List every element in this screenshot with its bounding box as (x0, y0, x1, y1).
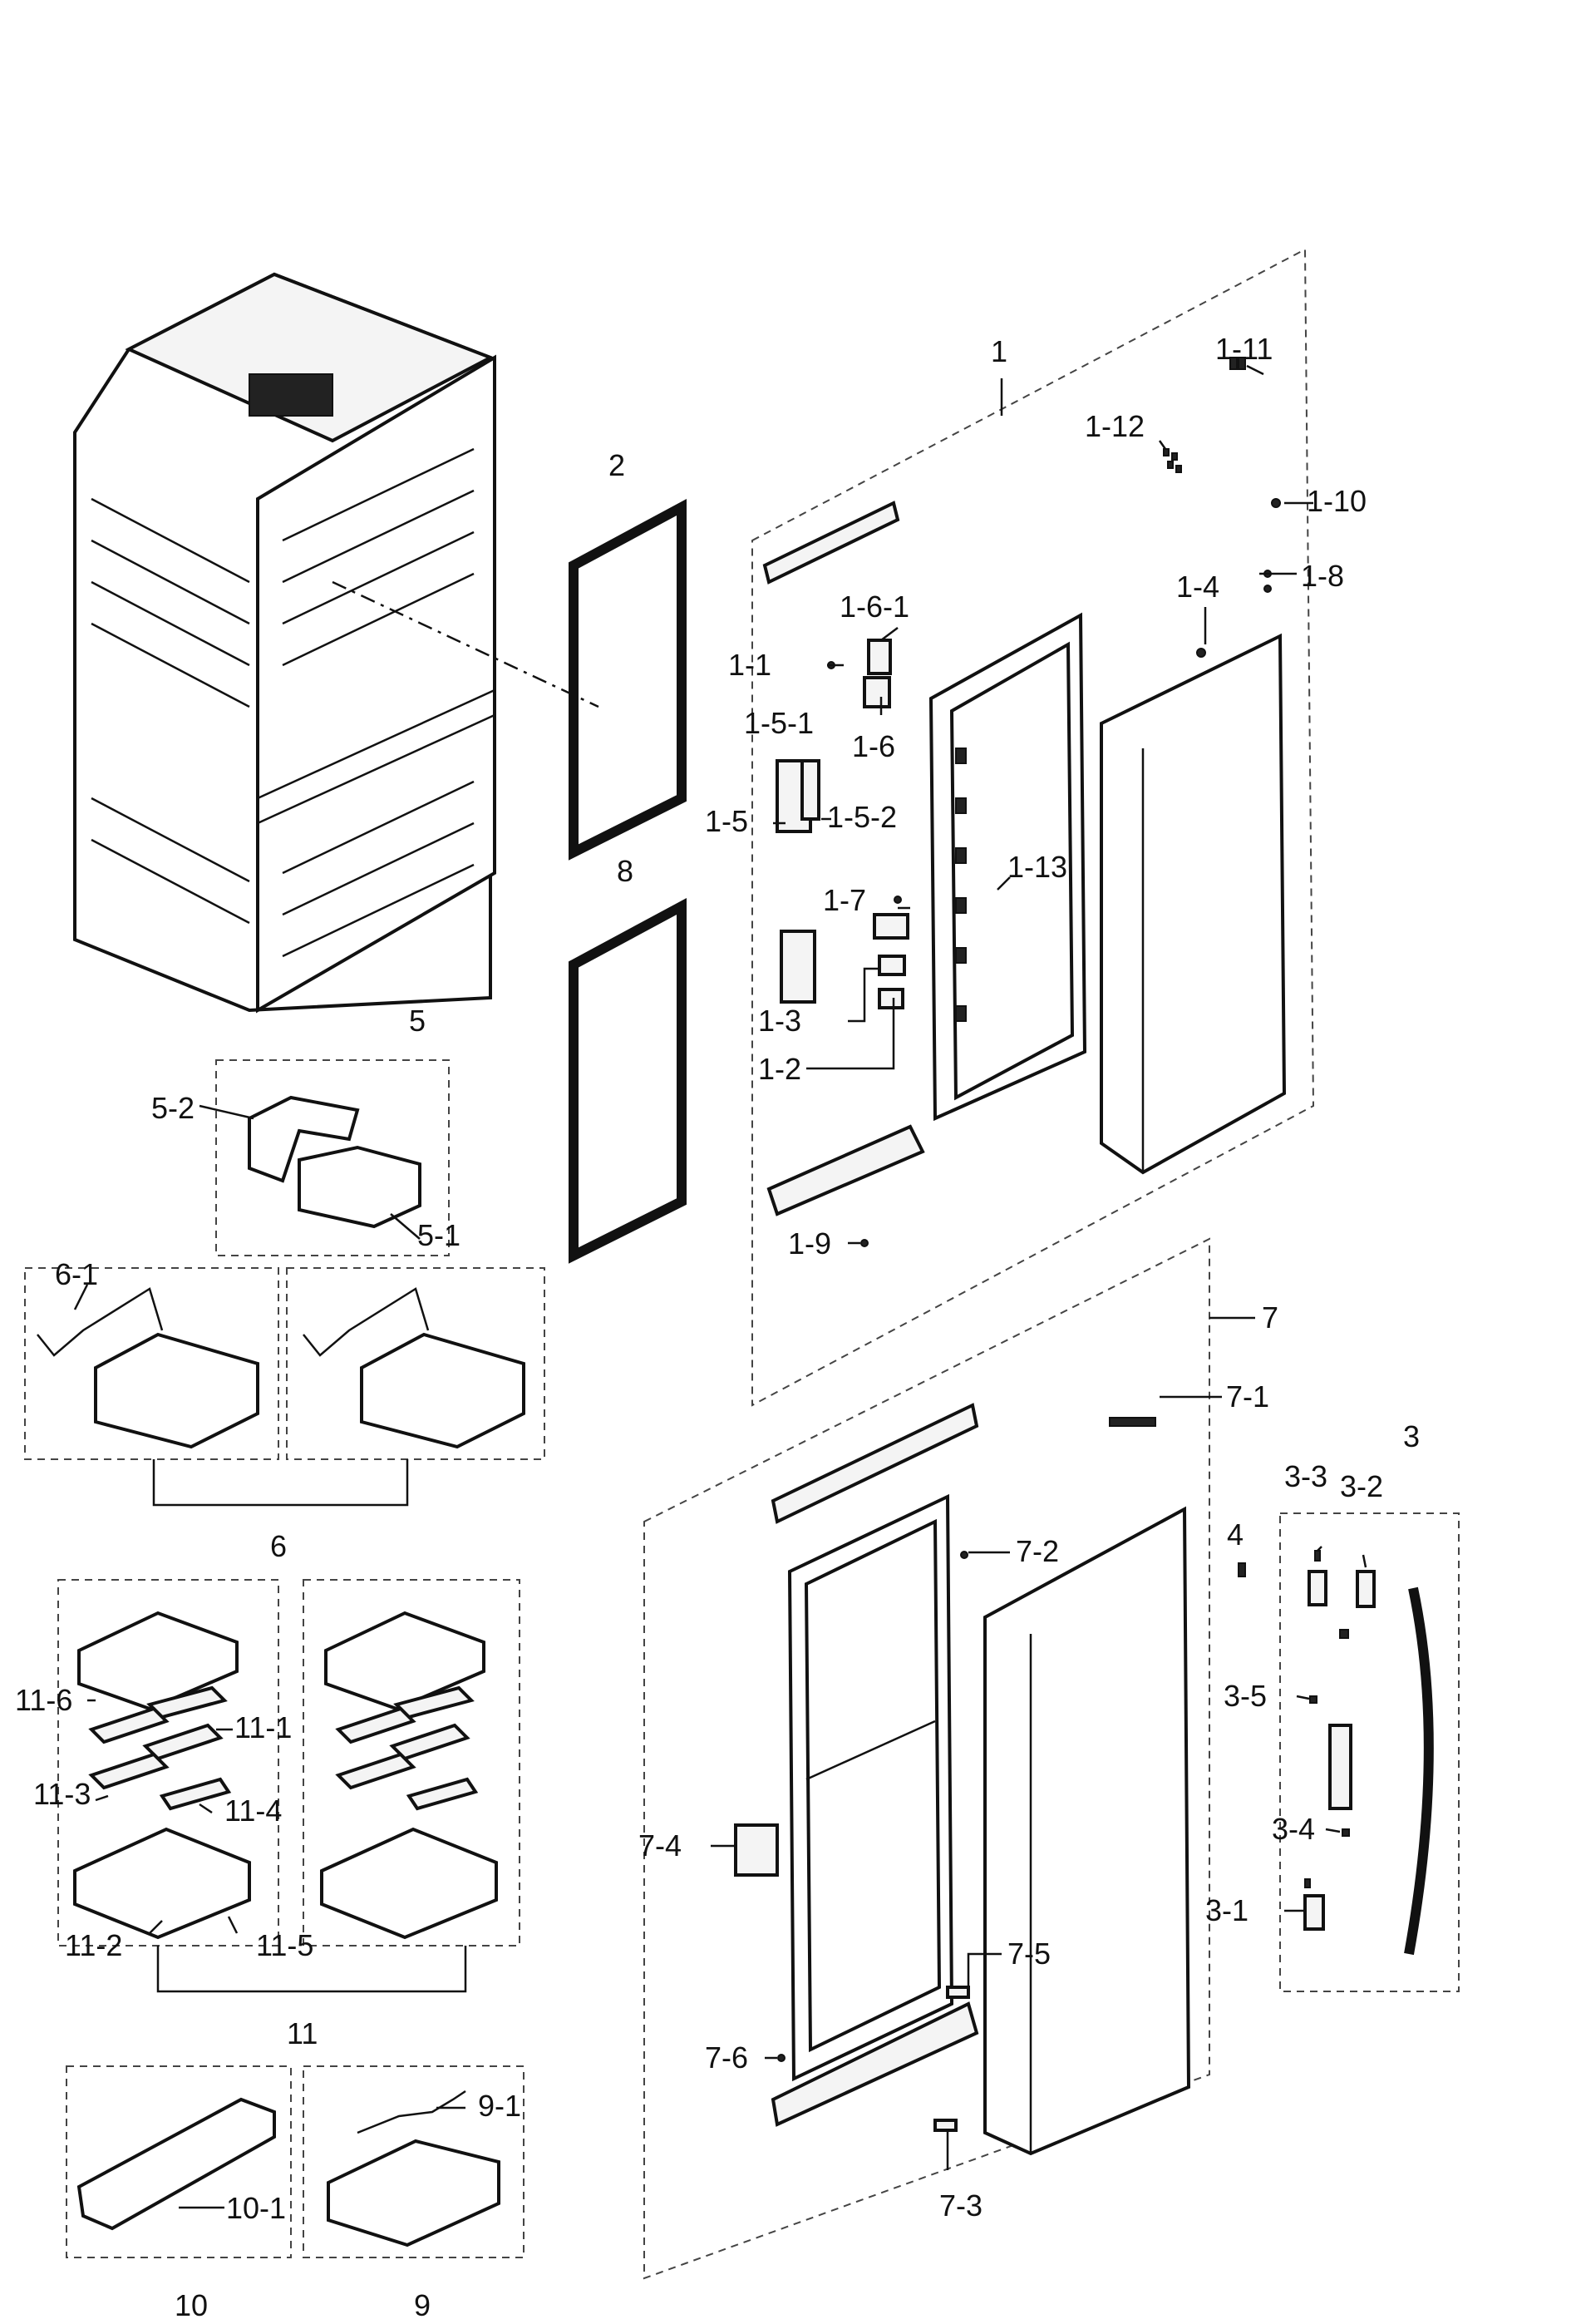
label-1-9: 1-9 (788, 1226, 831, 1261)
handle-3 (1238, 1546, 1434, 1956)
label-1-10: 1-10 (1307, 484, 1367, 518)
group-6-right-boundary (286, 1267, 545, 1460)
label-1-6: 1-6 (852, 729, 895, 763)
label-1-2: 1-2 (758, 1052, 801, 1086)
label-3-5: 3-5 (1224, 1679, 1267, 1713)
group-11-right-boundary (303, 1579, 520, 1947)
gasket-lower (569, 897, 687, 1264)
part-labels: 1 1-11 1-12 1-10 1-8 1-4 1-6-1 1-1 1-6 1… (15, 332, 1420, 2322)
label-10-1: 10-1 (226, 2191, 286, 2225)
label-9: 9 (414, 2288, 431, 2322)
group-11-left-boundary (57, 1579, 279, 1947)
label-6-1: 6-1 (55, 1257, 98, 1291)
label-11-4: 11-4 (224, 1794, 282, 1828)
group-9-boundary (303, 2065, 525, 2258)
label-1-4: 1-4 (1176, 570, 1219, 604)
label-7-1: 7-1 (1226, 1379, 1269, 1414)
label-3-4: 3-4 (1272, 1812, 1315, 1846)
label-1-8: 1-8 (1301, 559, 1344, 593)
label-1-12: 1-12 (1085, 409, 1145, 443)
label-11-5: 11-5 (256, 1928, 313, 1962)
group-5-boundary (215, 1059, 450, 1256)
door-assembly-7-boundary (643, 1237, 1210, 2280)
label-11: 11 (287, 2016, 318, 2050)
label-5-1: 5-1 (417, 1218, 460, 1252)
bin-5 (199, 1095, 421, 1240)
label-1-1: 1-1 (728, 648, 771, 682)
label-11-3: 11-3 (33, 1777, 91, 1811)
label-3-2: 3-2 (1340, 1469, 1383, 1503)
label-5-2: 5-2 (151, 1091, 195, 1125)
gasket-upper (569, 498, 687, 861)
bins-10-9 (76, 2090, 500, 2248)
label-11-1: 11-1 (234, 1710, 292, 1744)
label-1-6-1: 1-6-1 (840, 590, 909, 624)
label-1-5: 1-5 (705, 804, 748, 838)
label-11-2: 11-2 (65, 1928, 122, 1962)
label-10: 10 (175, 2288, 208, 2322)
label-9-1: 9-1 (478, 2089, 521, 2123)
trays-11 (73, 1611, 498, 1993)
label-1-5-1: 1-5-1 (744, 706, 814, 740)
label-3-3: 3-3 (1284, 1459, 1327, 1493)
label-6: 6 (270, 1529, 287, 1563)
label-1-13: 1-13 (1007, 850, 1067, 884)
bins-6 (37, 1284, 525, 1507)
label-2: 2 (608, 448, 625, 482)
label-7-4: 7-4 (638, 1828, 682, 1863)
label-1-3: 1-3 (758, 1004, 801, 1038)
label-1-7: 1-7 (823, 883, 866, 917)
label-1-11: 1-11 (1215, 332, 1273, 366)
door-assembly-1-parts (762, 357, 1287, 1247)
label-7: 7 (1262, 1300, 1278, 1335)
refrigerator-cabinet (73, 272, 599, 1014)
label-8: 8 (617, 854, 633, 888)
label-5: 5 (409, 1004, 426, 1038)
leaders-7 (711, 1316, 1255, 2170)
label-1: 1 (991, 334, 1007, 368)
label-3-1: 3-1 (1205, 1893, 1248, 1927)
label-7-2: 7-2 (1016, 1534, 1059, 1568)
label-1-5-2: 1-5-2 (827, 800, 897, 834)
group-6-left-boundary (24, 1267, 279, 1460)
leaders-1 (773, 364, 1313, 1245)
label-7-6: 7-6 (705, 2040, 748, 2075)
group-3-boundary (1279, 1512, 1460, 1992)
label-4: 4 (1227, 1517, 1244, 1552)
label-7-3: 7-3 (939, 2188, 983, 2223)
label-3: 3 (1403, 1419, 1420, 1453)
group-10-boundary (66, 2065, 292, 2258)
door-assembly-7-parts (734, 1403, 1191, 2156)
label-7-5: 7-5 (1007, 1937, 1051, 1971)
label-11-6: 11-6 (15, 1683, 72, 1717)
door-assembly-1-boundary (751, 248, 1315, 1407)
